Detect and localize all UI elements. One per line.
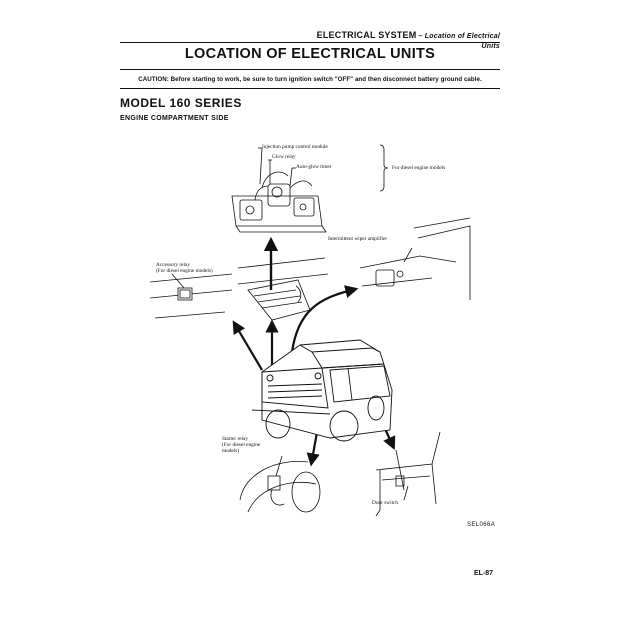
starter-relay-drawing bbox=[239, 455, 321, 513]
figure-id: SEL066A bbox=[467, 522, 496, 528]
label-starter-relay: Starter relay bbox=[222, 436, 249, 442]
wiper-amplifier-drawing bbox=[359, 217, 471, 300]
model-heading: MODEL 160 SERIES bbox=[120, 96, 242, 110]
header-subsection: Location of Electrical Units bbox=[424, 33, 500, 50]
page-title: LOCATION OF ELECTRICAL UNITS bbox=[184, 46, 436, 62]
injection-pump-module-drawing bbox=[231, 147, 327, 233]
label-wiper-amplifier: Intermittent wiper amplifier bbox=[328, 236, 388, 242]
label-starter-relay-note-end: models) bbox=[222, 448, 240, 454]
header-section: ELECTRICAL SYSTEM bbox=[316, 30, 417, 40]
label-door-switch: Door switch bbox=[372, 500, 399, 506]
header-rule bbox=[120, 42, 500, 44]
label-starter-relay-note: (For diesel engine bbox=[222, 442, 261, 448]
label-diesel-models: For diesel engine models bbox=[392, 165, 446, 171]
label-injection-pump-module: Injection pump control module bbox=[262, 144, 328, 150]
caution-rule bbox=[120, 88, 500, 90]
page-header: ELECTRICAL SYSTEM – Location of Electric… bbox=[310, 30, 500, 50]
vehicle-drawing bbox=[251, 339, 393, 442]
door-switch-drawing bbox=[375, 431, 441, 517]
title-rule bbox=[120, 69, 500, 71]
header-dash: – bbox=[416, 33, 425, 40]
label-accessory-relay-note: (For diesel engine models) bbox=[156, 268, 213, 274]
label-auto-glow-timer: Auto-glow timer bbox=[296, 164, 332, 170]
diesel-bracket bbox=[379, 144, 389, 192]
hood-fuse-drawing bbox=[237, 257, 329, 321]
accessory-relay-drawing bbox=[149, 273, 233, 319]
label-accessory-relay: Accessory relay bbox=[156, 262, 190, 268]
section-heading: ENGINE COMPARTMENT SIDE bbox=[120, 115, 229, 122]
label-glow-relay: Glow relay bbox=[272, 154, 296, 160]
caution-note: CAUTION: Before starting to work, be sur… bbox=[138, 76, 482, 83]
page-number: EL-87 bbox=[474, 570, 494, 577]
